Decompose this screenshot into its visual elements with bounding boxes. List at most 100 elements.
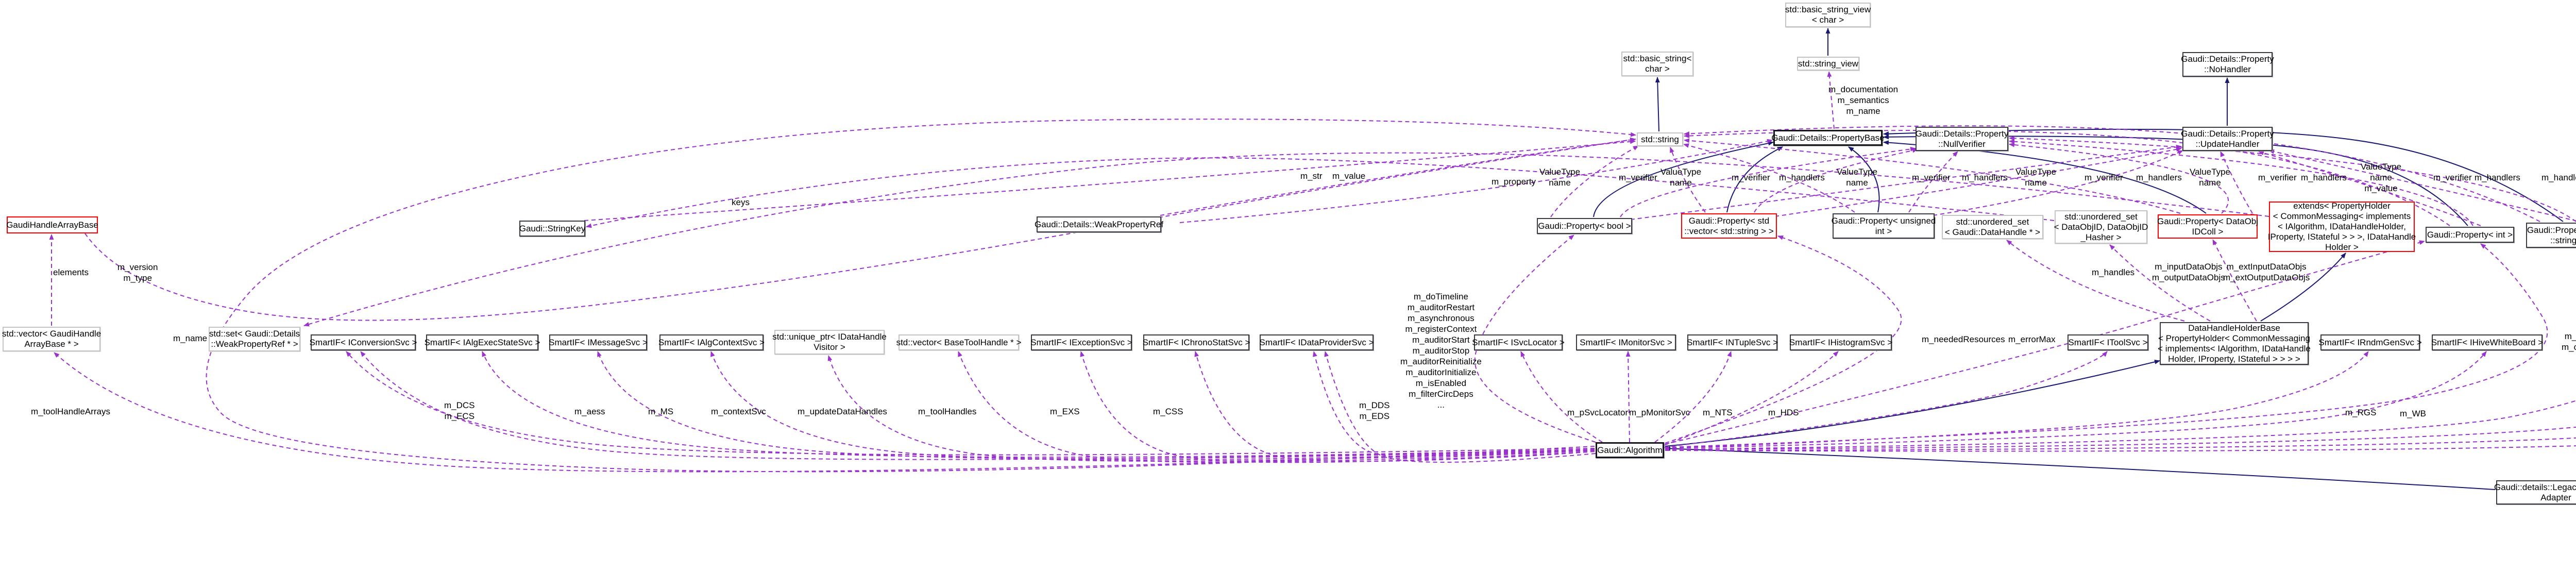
inheritance-edge [1883, 135, 2468, 226]
node-label-line: extends< PropertyHolder [2293, 201, 2391, 211]
node-sif_loc[interactable]: SmartIF< ISvcLocator > [1472, 334, 1565, 350]
edge-label-line: m_extInputDataObjs [2226, 262, 2307, 272]
node-sif_nts[interactable]: SmartIF< INTupleSvc > [1687, 334, 1778, 350]
edge-label-line: m_outputLevel [2562, 342, 2576, 352]
edge-label-line: m_type [123, 273, 152, 283]
node-adapter[interactable]: Gaudi::details::LegacyAlgorithmAdapter [2494, 480, 2576, 505]
node-sif_msg[interactable]: SmartIF< IMessageSvc > [549, 334, 648, 350]
node-ghab[interactable]: GaudiHandleArrayBase [6, 216, 98, 233]
edge-label: m_verifier [2433, 172, 2472, 183]
usage-edge [1313, 351, 1595, 460]
edge-label: m_value [1332, 171, 1365, 181]
node-label-line: < Gaudi::DataHandle * > [1944, 227, 2041, 237]
edge-label-line: m_filterCircDeps [1409, 389, 1473, 399]
node-bsv[interactable]: std::basic_string_view< char > [1785, 3, 1871, 27]
usage-edge [54, 352, 1595, 473]
node-sif_hds[interactable]: SmartIF< IHistogramSvc > [1789, 334, 1892, 350]
node-nullv[interactable]: Gaudi::Details::Property::NullVerifier [1916, 127, 2008, 151]
node-v_bth[interactable]: std::vector< BaseToolHandle * > [896, 334, 1021, 350]
node-sif_mon[interactable]: SmartIF< IMonitorSvc > [1576, 334, 1676, 350]
node-sif_conv[interactable]: SmartIF< IConversionSvc > [310, 334, 417, 350]
edge-label-line: m_EXS [1050, 407, 1080, 416]
usage-edge [586, 157, 2055, 228]
node-extends[interactable]: extends< PropertyHolder< CommonMessaging… [2267, 201, 2416, 252]
usage-edge [2009, 142, 2229, 214]
node-galg[interactable]: Gaudi::Algorithm [1596, 442, 1664, 458]
edge-label-line: m_WB [2400, 409, 2426, 418]
usage-edge [1754, 148, 1918, 213]
node-bs[interactable]: std::basic_string<char > [1621, 52, 1693, 76]
node-sif_rgs[interactable]: SmartIF< IRndmGenSvc > [2318, 334, 2422, 350]
node-sif_css[interactable]: SmartIF< IChronoStatSvc > [1143, 334, 1250, 350]
node-label-line: std::string_view [1798, 58, 1859, 69]
edge-label-line: name [1846, 178, 1868, 188]
node-p_int[interactable]: Gaudi::Property< int > [2426, 227, 2514, 243]
edge-label-line: m_handlers [1962, 173, 2008, 182]
usage-edge [1665, 240, 2425, 445]
node-stringkey[interactable]: Gaudi::StringKey [519, 221, 585, 237]
node-nohd[interactable]: Gaudi::Details::Property::NoHandler [2181, 52, 2274, 77]
edge-label-line: m_name [173, 333, 208, 343]
usage-edge [360, 351, 1595, 460]
node-us_dh[interactable]: std::unordered_set< Gaudi::DataHandle * … [1942, 215, 2043, 239]
edge-label: m_handlers [2475, 172, 2520, 183]
node-p_bool[interactable]: Gaudi::Property< bool > [1537, 218, 1632, 234]
node-label-line: < char > [1811, 15, 1844, 25]
edge-label-line: m_auditorReinitialize [1400, 357, 1482, 366]
node-label-line: _Hasher > [2080, 232, 2122, 242]
node-us_doi[interactable]: std::unordered_set< DataObjID, DataObjID… [2054, 210, 2148, 244]
node-sstr[interactable]: std::string [1637, 132, 1683, 146]
node-label-line: std::unordered_set [1956, 216, 2029, 227]
edge-label: m_handlers [1962, 172, 2008, 183]
node-wpr[interactable]: Gaudi::Details::WeakPropertyRef [1035, 216, 1163, 232]
edge-label-line: m_handlers [2301, 173, 2347, 182]
node-p_vecstr[interactable]: Gaudi::Property< std::vector< std::strin… [1681, 213, 1777, 239]
node-sif_exc[interactable]: SmartIF< IExceptionSvc > [1030, 334, 1132, 350]
usage-edge [1474, 234, 1596, 443]
edge-label-line: m_updateDataHandles [798, 407, 887, 416]
node-label-line: < CommonMessaging< implements [2273, 211, 2411, 221]
node-sv[interactable]: std::string_view [1797, 57, 1859, 71]
edge-label: m_CSS [1153, 406, 1183, 417]
usage-edge [1665, 445, 2576, 452]
usage-edge [1684, 138, 2181, 214]
edge-label: m_RGS [2345, 407, 2376, 418]
node-label-line: SmartIF< IAlgExecStateSvc > [424, 337, 540, 347]
node-label-line: Gaudi::Details::Property [2181, 54, 2274, 64]
node-label-line: Gaudi::Details::Property [2181, 128, 2274, 139]
usage-edge [1933, 150, 2183, 216]
usage-edge [1827, 71, 1835, 129]
node-label-line: Gaudi::Property< int > [2427, 229, 2513, 240]
node-sif_wb[interactable]: SmartIF< IHiveWhiteBoard > [2431, 334, 2543, 350]
node-pbase[interactable]: Gaudi::Details::PropertyBase [1771, 130, 1885, 146]
node-label-line: std::basic_string< [1623, 54, 1692, 63]
node-label-line: Gaudi::Details::PropertyBase [1771, 132, 1885, 143]
node-dhhb[interactable]: DataHandleHolderBase< PropertyHolder< Co… [2158, 322, 2311, 365]
node-label-line: IProperty, IStateful > > >, IDataHandle [2267, 232, 2416, 242]
edge-label-line: m_auditorStop [1412, 346, 1470, 356]
usage-edge [303, 152, 2269, 327]
node-set_wpr[interactable]: std::set< Gaudi::Details::WeakPropertyRe… [209, 327, 300, 351]
node-sif_aess[interactable]: SmartIF< IAlgExecStateSvc > [424, 334, 540, 350]
node-sif_ctx[interactable]: SmartIF< IAlgContextSvc > [658, 334, 765, 350]
node-updh[interactable]: Gaudi::Details::Property::UpdateHandler [2181, 127, 2274, 151]
node-p_str[interactable]: Gaudi::Property< std::string > [2526, 223, 2576, 248]
edge-label-line: m_outputDataObjs [2152, 273, 2225, 282]
edge-label-line: m_MS [648, 407, 674, 416]
node-sif_dds[interactable]: SmartIF< IDataProviderSvc > [1259, 334, 1374, 350]
edge-label-line: m_HDS [1768, 408, 1799, 417]
usage-edge [2220, 151, 2253, 214]
node-sif_tool[interactable]: SmartIF< IToolSvc > [2067, 334, 2148, 350]
node-label-line: Holder, IProperty, IStateful > > > > [2168, 354, 2300, 364]
edge-label-line: ValueType [1539, 167, 1581, 177]
edge-label-line: m_isEnabled [1415, 378, 1467, 388]
edge-label-line: m_verifier [2258, 173, 2297, 182]
edge-label-line: m_verifier [2433, 173, 2472, 182]
